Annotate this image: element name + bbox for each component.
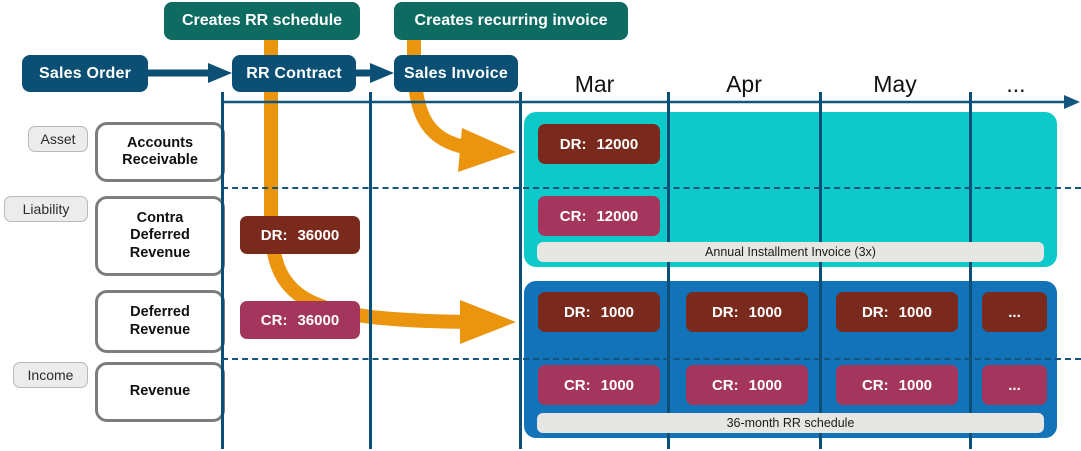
timeline-month-apr: Apr bbox=[668, 66, 820, 98]
panel-footer-annual-installment-invoice: Annual Installment Invoice (3x) bbox=[537, 242, 1044, 262]
chip-schedule-debit-may-amount: 1000 bbox=[898, 303, 933, 321]
chip-schedule-debit-may: DR: 1000 bbox=[836, 292, 958, 332]
callout-creates-recurring-invoice: Creates recurring invoice bbox=[394, 2, 628, 40]
grid-line-mar-start bbox=[519, 92, 522, 449]
chip-schedule-debit-mar-amount: 1000 bbox=[600, 303, 635, 321]
category-pill-income: Income bbox=[13, 362, 88, 388]
chip-invoice-debit-mar: DR: 12000 bbox=[538, 124, 660, 164]
category-pill-liability: Liability bbox=[4, 196, 88, 222]
chip-schedule-debit-may-prefix: DR: bbox=[861, 303, 889, 321]
callout-creates-rr-schedule: Creates RR schedule bbox=[164, 2, 360, 40]
timeline-arrowhead bbox=[1064, 95, 1080, 109]
flow-box-sales-invoice-label: Sales Invoice bbox=[404, 64, 508, 82]
chip-contract-debit-prefix: DR: bbox=[260, 226, 288, 244]
chip-invoice-credit-mar-prefix: CR: bbox=[559, 207, 587, 225]
timeline-month-more: ... bbox=[970, 66, 1062, 98]
timeline-month-mar-label: Mar bbox=[574, 71, 615, 97]
separator-asset-liability bbox=[222, 187, 1081, 189]
chip-schedule-credit-apr: CR: 1000 bbox=[686, 365, 808, 405]
separator-liability-income bbox=[222, 358, 1081, 360]
callout-creates-recurring-invoice-label: Creates recurring invoice bbox=[414, 12, 608, 29]
grid-line-may-start bbox=[819, 92, 822, 449]
flow-box-sales-order[interactable]: Sales Order bbox=[22, 55, 148, 92]
grid-line-more-start bbox=[969, 92, 972, 449]
recurring-invoice-arrowhead bbox=[458, 128, 516, 172]
category-pill-liability-label: Liability bbox=[22, 201, 70, 217]
flow-arrowhead-2 bbox=[370, 63, 394, 83]
panel-footer-rr-schedule: 36-month RR schedule bbox=[537, 413, 1044, 433]
chip-contract-credit-amount: 36000 bbox=[297, 311, 340, 329]
account-box-revenue-label: Revenue bbox=[129, 383, 191, 400]
grid-line-apr-start bbox=[667, 92, 670, 449]
chip-contract-debit-amount: 36000 bbox=[297, 226, 340, 244]
chip-schedule-debit-apr: DR: 1000 bbox=[686, 292, 808, 332]
chip-schedule-debit-more-prefix: ... bbox=[1008, 303, 1021, 321]
rr-schedule-arrowhead bbox=[460, 300, 516, 344]
chip-schedule-debit-more: ... bbox=[982, 292, 1047, 332]
chip-schedule-credit-may: CR: 1000 bbox=[836, 365, 958, 405]
grid-line-contract-right bbox=[369, 92, 372, 449]
flow-box-rr-contract[interactable]: RR Contract bbox=[232, 55, 356, 92]
callout-creates-rr-schedule-label: Creates RR schedule bbox=[181, 12, 343, 29]
panel-footer-rr-schedule-label: 36-month RR schedule bbox=[726, 416, 855, 430]
chip-schedule-credit-may-prefix: CR: bbox=[861, 376, 889, 394]
category-pill-asset: Asset bbox=[28, 126, 88, 152]
chip-invoice-credit-mar: CR: 12000 bbox=[538, 196, 660, 236]
chip-invoice-debit-mar-prefix: DR: bbox=[559, 135, 587, 153]
chip-schedule-credit-apr-amount: 1000 bbox=[748, 376, 783, 394]
timeline-month-mar: Mar bbox=[521, 66, 668, 98]
chip-schedule-credit-more-prefix: ... bbox=[1008, 376, 1021, 394]
category-pill-income-label: Income bbox=[27, 367, 74, 383]
chip-schedule-credit-mar: CR: 1000 bbox=[538, 365, 660, 405]
chip-schedule-credit-apr-prefix: CR: bbox=[711, 376, 739, 394]
chip-schedule-credit-may-amount: 1000 bbox=[898, 376, 933, 394]
chip-invoice-credit-mar-amount: 12000 bbox=[596, 207, 639, 225]
chip-schedule-credit-mar-amount: 1000 bbox=[600, 376, 635, 394]
panel-footer-annual-installment-invoice-label: Annual Installment Invoice (3x) bbox=[705, 245, 876, 259]
grid-line-contract-left bbox=[221, 92, 224, 449]
timeline-month-more-label: ... bbox=[1006, 71, 1026, 97]
chip-contract-credit-prefix: CR: bbox=[260, 311, 288, 329]
category-pill-asset-label: Asset bbox=[40, 131, 76, 147]
chip-invoice-debit-mar-amount: 12000 bbox=[596, 135, 639, 153]
flow-arrowhead-1 bbox=[208, 63, 232, 83]
timeline-month-apr-label: Apr bbox=[726, 71, 762, 97]
flow-box-rr-contract-label: RR Contract bbox=[246, 64, 342, 82]
account-box-revenue[interactable]: Revenue bbox=[95, 362, 225, 422]
chip-contract-credit: CR: 36000 bbox=[240, 301, 360, 339]
chip-contract-debit: DR: 36000 bbox=[240, 216, 360, 254]
flow-box-sales-order-label: Sales Order bbox=[38, 64, 132, 82]
chip-schedule-credit-more: ... bbox=[982, 365, 1047, 405]
timeline-month-may: May bbox=[820, 66, 970, 98]
chip-schedule-debit-apr-prefix: DR: bbox=[711, 303, 739, 321]
timeline-month-may-label: May bbox=[873, 71, 917, 97]
chip-schedule-credit-mar-prefix: CR: bbox=[563, 376, 591, 394]
chip-schedule-debit-mar: DR: 1000 bbox=[538, 292, 660, 332]
flow-box-sales-invoice[interactable]: Sales Invoice bbox=[394, 55, 518, 92]
chip-schedule-debit-mar-prefix: DR: bbox=[563, 303, 591, 321]
chip-schedule-debit-apr-amount: 1000 bbox=[748, 303, 783, 321]
